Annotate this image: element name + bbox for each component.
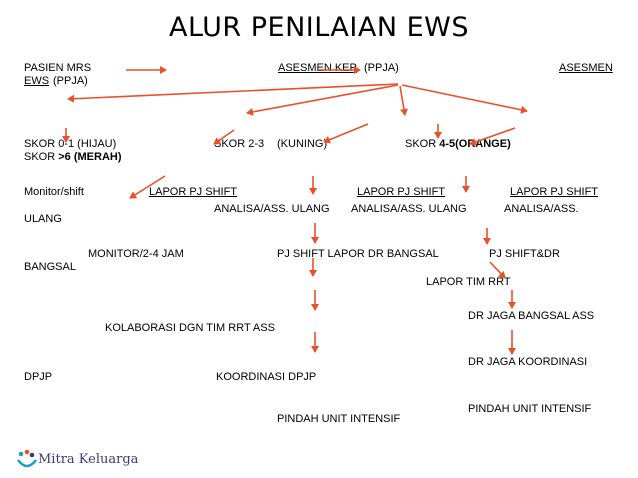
- pj-shift-dr: PJ SHIFT&DR: [489, 248, 560, 260]
- lapor-pj-shift-2: LAPOR PJ SHIFT: [357, 186, 446, 198]
- ppja-label-1: (PPJA): [364, 62, 399, 74]
- pindah-unit-intensif-2: PINDAH UNIT INTENSIF: [468, 403, 592, 415]
- ppja-label-2: (PPJA): [53, 75, 88, 87]
- arrow-lapor1-left: [129, 175, 166, 199]
- arrow-merah-left: [469, 127, 516, 146]
- dr-jaga-bangsal-ass: DR JAGA BANGSAL ASS: [468, 310, 595, 322]
- skor-merah-prefix: SKOR: [24, 151, 59, 163]
- arrow-to-hijau: [67, 83, 399, 103]
- lapor-pj-shift-1: LAPOR PJ SHIFT: [149, 186, 238, 198]
- bangsal-label: BANGSAL: [24, 261, 76, 273]
- analisa-ulang-2: ANALISA/ASS. ULANG: [351, 203, 467, 215]
- pindah-unit-intensif-1: PINDAH UNIT INTENSIF: [277, 413, 401, 425]
- asesmen-label: ASESMEN: [559, 62, 613, 74]
- ulang-label: ULANG: [24, 213, 62, 225]
- analisa-ass-3: ANALISA/ASS.: [504, 203, 579, 215]
- dpjp-label: DPJP: [24, 371, 53, 383]
- mitra-keluarga-logo-icon: [17, 449, 37, 468]
- skor-hijau-label: SKOR 0-1 (HIJAU): [24, 138, 117, 150]
- lapor-tim-rrt: LAPOR TIM RRT: [426, 276, 511, 288]
- arrow-to-kuning: [246, 84, 399, 116]
- asesmen-kep-label: ASESMEN KEP: [278, 62, 357, 74]
- kolaborasi-tim-rrt: KOLABORASI DGN TIM RRT ASS: [105, 322, 275, 334]
- skor-merah-value: >6 (MERAH): [58, 151, 122, 163]
- dr-jaga-koordinasi: DR JAGA KOORDINASI: [468, 356, 588, 368]
- koordinasi-dpjp: KOORDINASI DPJP: [216, 371, 317, 383]
- kuning-label: (KUNING): [277, 138, 328, 150]
- skor-orange-prefix: SKOR: [405, 138, 440, 150]
- arrow-kuning-left: [213, 129, 235, 145]
- skor-merah-label: SKOR >6 (MERAH): [24, 151, 122, 164]
- pasien-mrs-label: PASIEN MRS: [24, 62, 92, 74]
- monitor-shift-label: Monitor/shift: [24, 186, 84, 198]
- skor-2-3-label: SKOR 2-3: [214, 138, 265, 150]
- lapor-pj-shift-3: LAPOR PJ SHIFT: [510, 186, 599, 198]
- analisa-ulang-1: ANALISA/ASS. ULANG: [214, 203, 330, 215]
- arrow-to-merah: [401, 84, 528, 114]
- arrow-kuning-right: [323, 123, 369, 144]
- monitor-2-4-jam: MONITOR/2-4 JAM: [88, 248, 184, 260]
- pj-shift-lapor-dr: PJ SHIFT LAPOR DR BANGSAL: [277, 248, 439, 260]
- page-title: ALUR PENILAIAN EWS: [168, 12, 469, 43]
- logo-text: Mitra Keluarga: [38, 452, 139, 467]
- arrow-pjdr-down: [489, 261, 506, 279]
- ews-label: EWS: [24, 75, 50, 87]
- arrow-to-orange: [399, 85, 408, 116]
